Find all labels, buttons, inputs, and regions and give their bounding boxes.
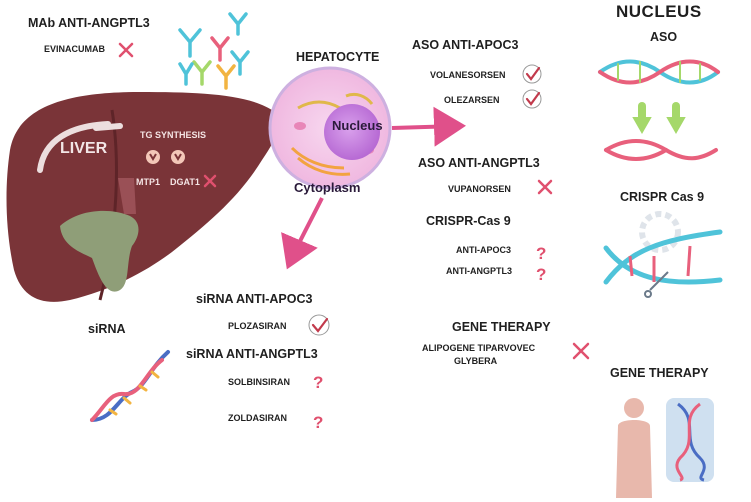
crispr-dna-icon	[603, 211, 723, 298]
liver-target-mtp1: MTP1	[136, 177, 161, 187]
gene-therapy-drug-line1: ALIPOGENE TIPARVOVEC	[422, 343, 536, 353]
liver-illustration	[6, 92, 278, 302]
svg-text:?: ?	[536, 244, 546, 263]
liver-target-dgat1: DGAT1	[170, 177, 200, 187]
aso-dna-icon	[598, 59, 720, 161]
arrow-to-cytoplasm	[281, 197, 324, 270]
crispr-list-title: CRISPR-Cas 9	[426, 214, 511, 228]
gene-therapy-drug-line2: GLYBERA	[454, 356, 498, 366]
crispr-item-apoc3: ANTI-APOC3	[456, 245, 512, 255]
mab-drug: EVINACUMAB	[44, 44, 106, 54]
sirna-angptl3-drug-2: ZOLDASIRAN	[228, 413, 287, 423]
nucleus-panel-gene-therapy: GENE THERAPY	[610, 366, 709, 380]
arrows	[281, 106, 466, 270]
nucleus-label: Nucleus	[332, 118, 383, 133]
svg-text:?: ?	[313, 373, 323, 392]
sirna-helix-icon	[90, 350, 170, 422]
svg-text:?: ?	[536, 265, 546, 284]
check-icon	[522, 89, 542, 109]
nucleus-panel-title: NUCLEUS	[616, 2, 702, 21]
aso-angptl3-drug: VUPANORSEN	[448, 184, 511, 194]
question-icon: ? ? ? ?	[313, 244, 546, 432]
check-icon	[308, 314, 330, 336]
sirna-angptl3-drug-1: SOLBINSIRAN	[228, 377, 291, 387]
sirna-angptl3-title: siRNA ANTI-ANGPTL3	[186, 347, 318, 361]
aso-apoc3-drug-1: VOLANESORSEN	[430, 70, 506, 80]
check-icon	[522, 64, 542, 84]
hepatocyte-title: HEPATOCYTE	[296, 50, 380, 64]
cross-icon	[572, 342, 590, 360]
cross-icon	[203, 174, 217, 188]
cross-icon	[537, 179, 553, 195]
antibodies-icon	[178, 12, 250, 90]
gene-therapy-icon	[616, 398, 714, 498]
sirna-apoc3-drug: PLOZASIRAN	[228, 321, 287, 331]
arrow-to-nucleus	[391, 106, 466, 147]
nucleus-panel-crispr: CRISPR Cas 9	[620, 190, 705, 204]
liver-process: TG SYNTHESIS	[140, 130, 207, 140]
aso-angptl3-title: ASO ANTI-ANGPTL3	[418, 156, 540, 170]
mab-title: MAb ANTI-ANGPTL3	[28, 16, 150, 30]
sirna-apoc3-title: siRNA ANTI-APOC3	[196, 292, 313, 306]
liver-label: LIVER	[60, 140, 108, 157]
hepatocyte-cell	[268, 66, 392, 190]
sirna-label: siRNA	[88, 322, 126, 336]
svg-text:?: ?	[313, 413, 323, 432]
cytoplasm-label: Cytoplasm	[294, 180, 361, 195]
crispr-item-angptl3: ANTI-ANGPTL3	[446, 266, 512, 276]
aso-apoc3-drug-2: OLEZARSEN	[444, 95, 500, 105]
nucleus-panel-aso: ASO	[650, 30, 678, 44]
cross-icon	[118, 42, 134, 58]
gene-therapy-list-title: GENE THERAPY	[452, 320, 551, 334]
aso-apoc3-title: ASO ANTI-APOC3	[412, 38, 519, 52]
